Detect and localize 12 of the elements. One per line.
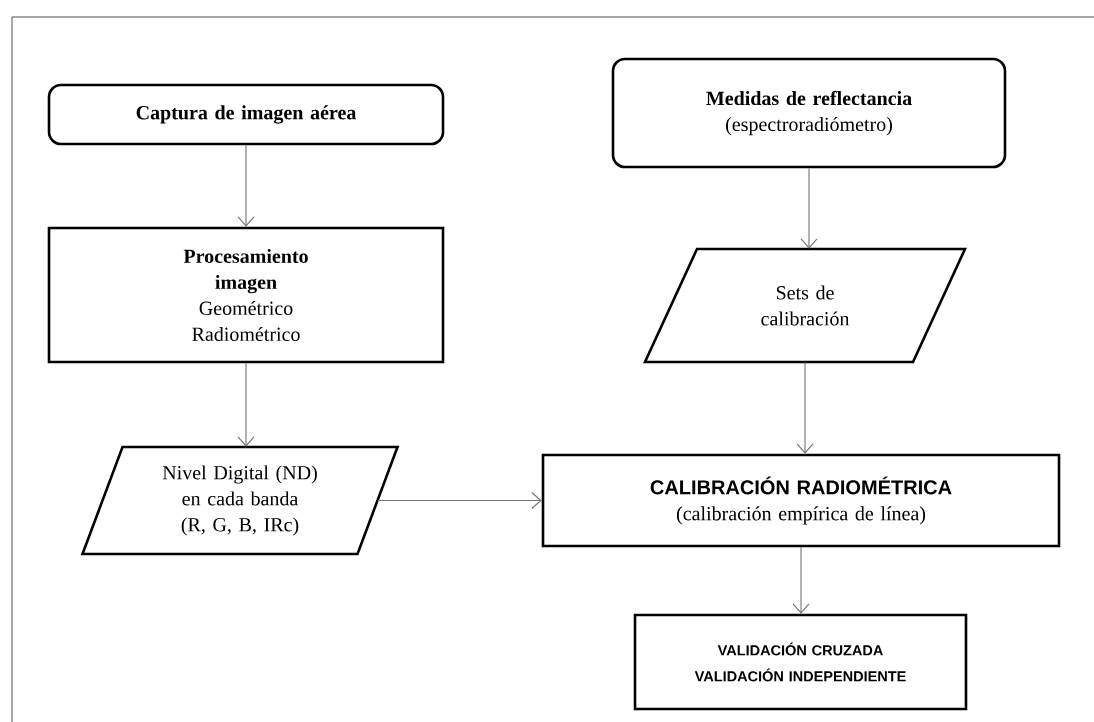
arrow — [796, 361, 814, 454]
arrow — [792, 546, 810, 614]
arrow — [800, 167, 818, 249]
rounded-box: Captura de imagen aérea — [47, 83, 445, 146]
arrow — [237, 144, 255, 227]
data-parallelogram: Sets de calibración — [643, 247, 968, 364]
arrow — [237, 362, 255, 447]
process-box: CALIBRACIÓN RADIOMÉTRICA (calibración empírica de línea) — [541, 453, 1061, 548]
rounded-box: Medidas de reflectancia (espectroradiómetro) — [611, 57, 1007, 169]
arrow — [377, 491, 542, 510]
process-box: Procesamiento imagen Geométrico Radiométrico — [47, 226, 445, 364]
process-box: VALIDACIÓN CRUZADA VALIDACIÓN INDEPENDIENTE — [633, 613, 968, 711]
